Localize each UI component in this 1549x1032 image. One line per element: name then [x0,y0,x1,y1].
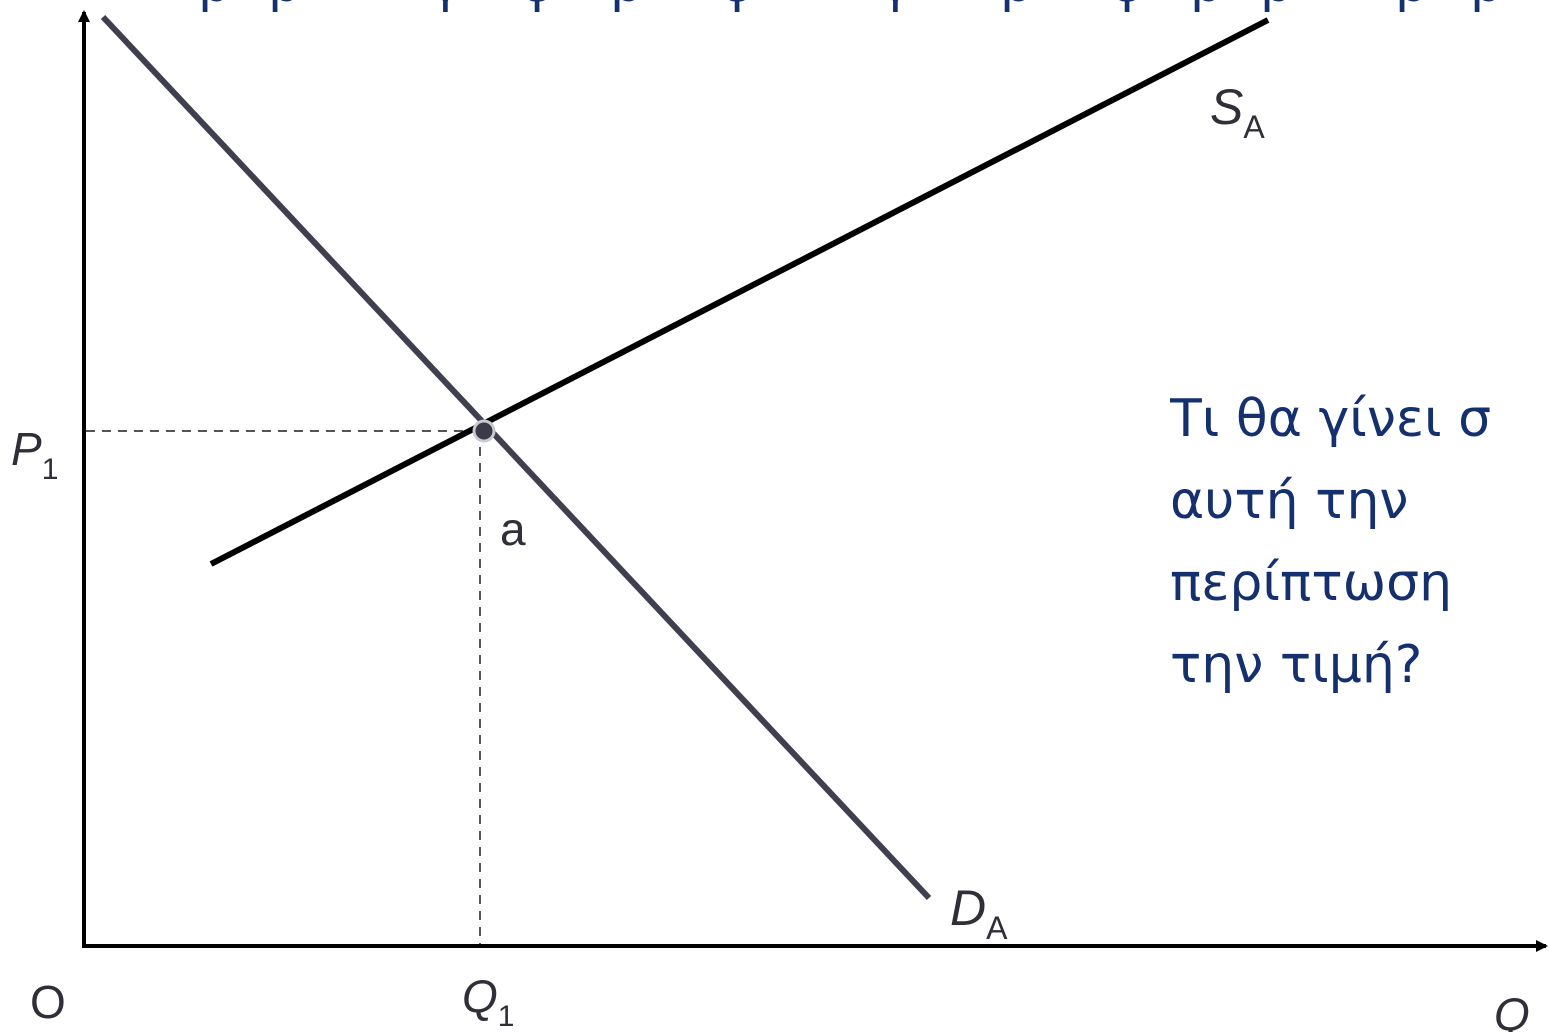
question-line-1: Τι θα γίνει σ [1170,389,1492,449]
equilibrium-point [472,419,496,443]
price-tick-main: P [11,423,42,475]
demand-curve-label: DA [950,880,1008,946]
price-tick-label: P1 [11,423,58,486]
price-tick-sub: 1 [42,453,59,486]
question-line-2: αυτή την [1170,471,1409,531]
question-text: Τι θα γίνει σ αυτή την περίπτωση την τιμ… [1170,378,1549,706]
supply-curve [209,17,1270,567]
supply-label-sub: A [1243,109,1265,145]
supply-curve-label: SA [1210,79,1265,145]
question-line-3: περίπτωση [1170,553,1453,613]
origin-label: O [30,976,66,1028]
question-line-4: την τιμή? [1170,635,1423,695]
demand-curve [100,14,932,901]
x-axis-label: Q [1494,988,1530,1032]
quantity-tick-main: Q [462,970,498,1022]
equilibrium-label: a [500,503,526,555]
demand-label-main: D [950,880,986,936]
supply-label-main: S [1210,79,1243,135]
demand-label-sub: A [986,910,1008,946]
quantity-tick-sub: 1 [498,1000,515,1032]
cropped-title-strip: ρργφρφγρφρρρρ [0,0,1549,14]
quantity-tick-label: Q1 [462,970,514,1032]
